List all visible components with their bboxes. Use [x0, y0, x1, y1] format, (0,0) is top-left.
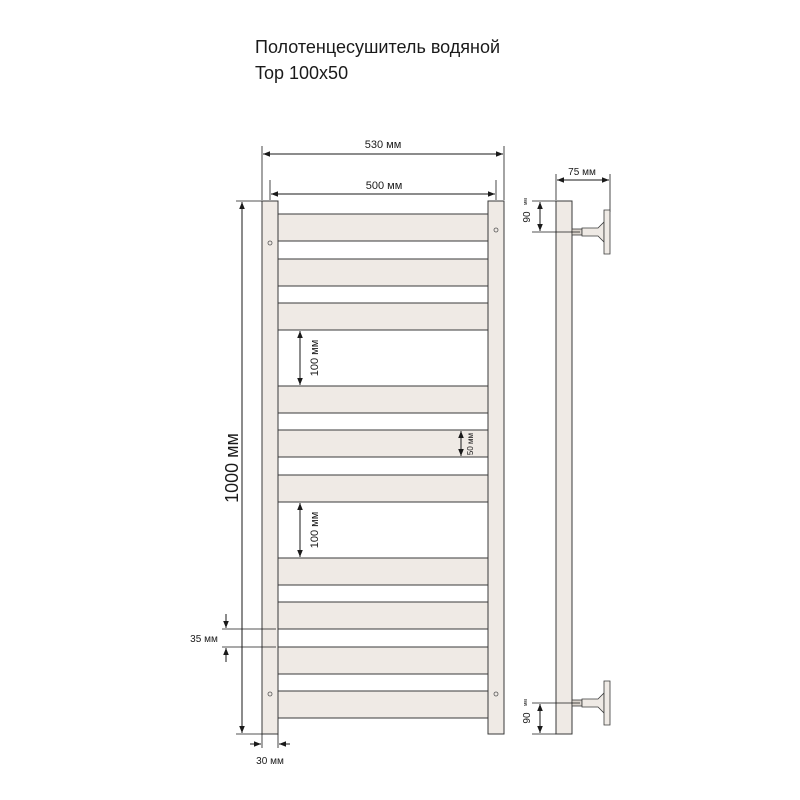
left-rail — [261, 200, 279, 735]
towel-bar — [275, 302, 491, 331]
label-height: 1000 мм — [222, 433, 242, 503]
front-view: 530 мм 500 мм 1000 мм 100 мм 50 мм — [190, 139, 505, 767]
towel-bar — [275, 474, 491, 503]
dimension-side-width: 30 мм — [250, 734, 290, 767]
towel-bar — [275, 601, 491, 630]
label-bottom-offset: 35 мм — [190, 634, 218, 645]
towel-bars — [275, 213, 491, 719]
label-bar-height: 50 мм — [466, 433, 475, 455]
towel-bar — [275, 213, 491, 242]
label-inner-width: 500 мм — [366, 180, 403, 192]
side-rail — [555, 200, 573, 735]
title-model: Top 100x50 — [255, 63, 349, 83]
dimension-inner-width: 500 мм — [269, 180, 497, 200]
towel-bar — [275, 557, 491, 586]
dimension-bottom-offset: 35 мм — [190, 614, 276, 662]
right-top-port — [493, 227, 499, 233]
left-bottom-port — [267, 691, 273, 697]
title-product-name: Полотенцесушитель водяной — [255, 37, 501, 57]
towel-bar — [275, 690, 491, 719]
label-bottom-connection: 90 — [522, 712, 533, 724]
right-rail — [487, 200, 505, 735]
dimension-top-connection: 90 мм — [522, 198, 580, 233]
left-top-port — [267, 240, 273, 246]
dimension-gap-lower: 100 мм — [297, 503, 321, 557]
drawing-title: Полотенцесушитель водяной Top 100x50 — [255, 34, 500, 86]
label-overall-width: 530 мм — [365, 139, 402, 151]
label-top-connection-unit: мм — [523, 198, 529, 205]
label-top-connection: 90 — [522, 211, 533, 223]
towel-bar — [275, 646, 491, 675]
towel-bar — [275, 429, 491, 458]
dimension-gap-upper: 100 мм — [297, 331, 321, 385]
label-gap-lower: 100 мм — [309, 512, 321, 549]
towel-bar — [275, 258, 491, 287]
towel-bar — [275, 385, 491, 414]
dimension-depth: 75 мм — [555, 167, 611, 212]
side-view: 75 мм 90 мм — [522, 167, 611, 735]
dimension-height: 1000 мм — [222, 200, 262, 735]
dimension-overall-width: 530 мм — [261, 139, 505, 200]
right-bottom-port — [493, 691, 499, 697]
label-gap-upper: 100 мм — [309, 340, 321, 377]
label-depth: 75 мм — [568, 167, 596, 178]
label-bottom-connection-unit: мм — [523, 699, 529, 706]
dimension-bottom-connection: 90 мм — [522, 699, 580, 735]
label-side-width: 30 мм — [256, 756, 284, 767]
dimension-bar-height: 50 мм — [458, 431, 475, 456]
